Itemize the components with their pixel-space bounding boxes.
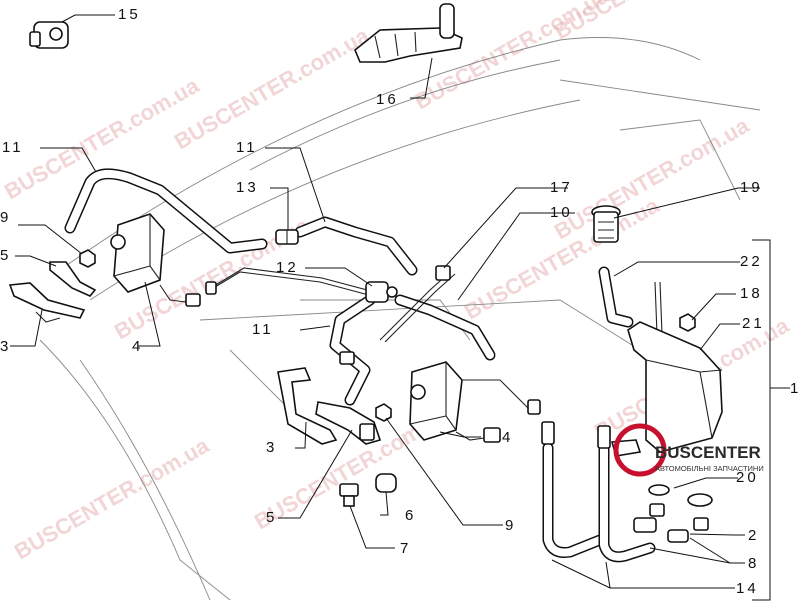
callout-3-left: 3 bbox=[0, 338, 11, 355]
part-16-bracket bbox=[354, 3, 463, 63]
part-5-bracket-left bbox=[49, 261, 97, 297]
part-18-nut bbox=[679, 313, 696, 332]
vehicle-outline bbox=[39, 37, 761, 601]
callout-7: 7 bbox=[400, 540, 411, 557]
part-4-motor-right bbox=[409, 361, 541, 443]
part-15-clip bbox=[29, 21, 69, 49]
callout-labels: 15 16 11 11 13 12 17 10 11 19 22 18 21 1… bbox=[0, 6, 800, 597]
callout-14: 14 bbox=[736, 580, 759, 597]
part-3-adjuster-center bbox=[277, 367, 338, 445]
logo-title: BUSCENTER bbox=[655, 443, 761, 462]
part-9-nut-center bbox=[375, 403, 392, 422]
part-13-connector bbox=[275, 229, 299, 245]
callout-11-left: 11 bbox=[2, 139, 24, 156]
hose-tank-right bbox=[598, 442, 656, 563]
part-19-cap bbox=[591, 205, 621, 243]
callout-5-center: 5 bbox=[266, 509, 277, 526]
part-14-fittings bbox=[541, 421, 611, 449]
part-17-connector bbox=[435, 265, 451, 281]
callout-11-center: 11 bbox=[252, 321, 274, 338]
callout-21: 21 bbox=[742, 315, 765, 332]
logo-ring bbox=[613, 423, 667, 477]
hose-22 bbox=[598, 266, 634, 328]
callout-22: 22 bbox=[740, 253, 763, 270]
callout-8: 8 bbox=[748, 555, 759, 572]
watermark: BUSCENTER.com.ua bbox=[10, 432, 214, 564]
part-20-seals bbox=[648, 484, 713, 507]
callout-5-left: 5 bbox=[0, 247, 11, 264]
callout-10: 10 bbox=[550, 204, 573, 221]
callout-17: 17 bbox=[550, 179, 573, 196]
callout-19: 19 bbox=[740, 179, 763, 196]
callout-16: 16 bbox=[376, 91, 399, 108]
watermark: BUSCENTER.com.ua bbox=[550, 112, 754, 244]
hose-tank-left bbox=[542, 442, 606, 558]
callout-15: 15 bbox=[118, 6, 141, 23]
part-3-adjuster-left bbox=[8, 282, 86, 323]
hose-upper bbox=[294, 216, 418, 276]
callout-9-center: 9 bbox=[505, 517, 516, 534]
callout-11-top: 11 bbox=[236, 139, 258, 156]
callout-2: 2 bbox=[748, 527, 759, 544]
part-stud bbox=[339, 351, 355, 365]
part-6-bushing bbox=[375, 473, 397, 493]
callout-18: 18 bbox=[740, 285, 763, 302]
callout-3-center: 3 bbox=[266, 439, 277, 456]
logo-subtitle: АВТОМОБІЛЬНІ ЗАПЧАСТИНИ bbox=[655, 464, 764, 473]
hose-left bbox=[64, 168, 268, 254]
callout-12: 12 bbox=[276, 259, 299, 276]
part-9-nut-left bbox=[79, 249, 96, 268]
buscenter-logo: BUSCENTER АВТОМОБІЛЬНІ ЗАПЧАСТИНИ bbox=[613, 423, 764, 477]
callout-4-left: 4 bbox=[132, 338, 143, 355]
part-5-bracket-center bbox=[315, 401, 382, 445]
callout-6: 6 bbox=[405, 507, 416, 524]
callout-1: 1 bbox=[790, 380, 800, 397]
watermark: BUSCENTER.com.ua bbox=[170, 22, 374, 154]
callout-9-left: 9 bbox=[0, 209, 11, 226]
callout-4-right: 4 bbox=[502, 429, 513, 446]
part-21-reservoir bbox=[627, 281, 723, 453]
callout-20: 20 bbox=[736, 469, 759, 486]
part-7-bolt bbox=[339, 483, 359, 507]
callout-13: 13 bbox=[236, 179, 259, 196]
part-12-connector bbox=[365, 281, 398, 303]
part-4-motor-left bbox=[110, 213, 217, 307]
part-2-pumps bbox=[633, 503, 709, 543]
leader-lines bbox=[10, 14, 790, 601]
